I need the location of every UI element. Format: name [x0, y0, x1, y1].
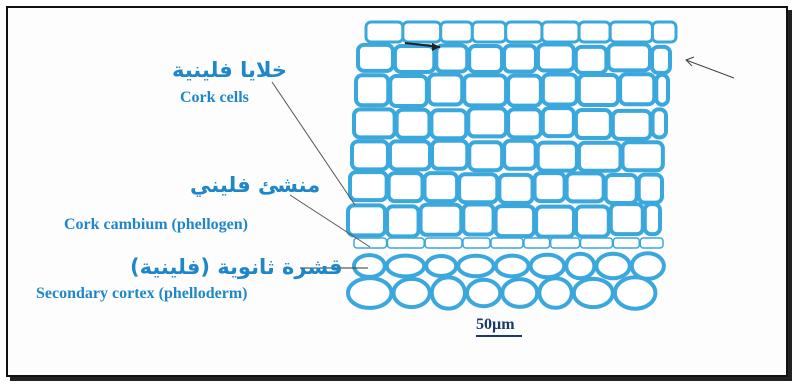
cork-cell [656, 75, 668, 105]
phelloderm-cell [387, 256, 424, 277]
cork-cell [425, 173, 458, 201]
phelloderm-cell [458, 256, 493, 277]
cambium-cell [613, 238, 639, 248]
label-cork-cells-en: Cork cells [180, 89, 249, 107]
cork-cell [508, 76, 541, 106]
cork-cell [610, 22, 652, 42]
cork-cell [538, 45, 574, 71]
phelloderm-cell [426, 256, 456, 276]
cork-cell [652, 22, 676, 42]
cork-cell [543, 74, 577, 104]
phelloderm-cell [496, 256, 529, 277]
phelloderm-cell [502, 279, 537, 307]
cork-cell [536, 207, 574, 237]
phelloderm-cell [393, 279, 429, 307]
cork-cell [576, 110, 611, 138]
cork-cell [645, 204, 660, 234]
cork-cell [504, 141, 536, 169]
cork-cell [506, 22, 542, 42]
cork-cell [390, 141, 430, 169]
phelloderm-cell [354, 255, 385, 277]
cork-cell [436, 45, 467, 71]
label-secondary-cortex-ar: قشرة ثانوية (فلينية) [130, 255, 343, 279]
cork-cell [579, 143, 621, 171]
cork-cell [543, 108, 574, 136]
cork-cell [535, 173, 565, 201]
cork-cell [579, 75, 618, 105]
phelloderm-cell [531, 255, 565, 277]
cork-cell [611, 204, 643, 234]
cork-cell [352, 141, 388, 169]
cork-cell [499, 175, 532, 203]
cork-cell [508, 109, 541, 137]
arrow-right [686, 60, 734, 78]
cambium-cell [388, 238, 425, 248]
phelloderm-cell [539, 278, 571, 308]
cork-cell [421, 205, 462, 235]
cork-cell [469, 142, 502, 170]
phelloderm-cell [467, 280, 500, 306]
scale-bar-label: 50µm [476, 316, 515, 334]
cambium-cell [463, 238, 490, 248]
cork-cell [356, 75, 388, 105]
cork-tissue-cells [348, 22, 676, 309]
cork-cell [387, 206, 419, 236]
phelloderm-cell [432, 277, 465, 308]
cork-cell [472, 22, 505, 42]
cambium-cell [425, 238, 462, 248]
cambium-cell [640, 238, 663, 248]
cork-cell [389, 173, 423, 201]
cork-cell [639, 175, 662, 203]
cork-cell [567, 173, 604, 201]
cambium-cell [524, 238, 550, 248]
phelloderm-cell [348, 278, 391, 308]
cork-cell [496, 206, 534, 236]
cambium-cell [551, 238, 580, 248]
label-cork-cambium-ar: منشئ فليني [190, 173, 320, 197]
cork-cell [354, 109, 395, 137]
cork-cell [576, 47, 607, 73]
cork-cell [542, 22, 579, 42]
cork-cell [395, 46, 434, 72]
cork-cell [358, 45, 393, 71]
cork-cell [441, 22, 473, 42]
cork-cell [606, 175, 637, 203]
label-cork-cells-ar: خلايا فلينية [172, 58, 287, 82]
cork-cell [397, 110, 430, 138]
phelloderm-cell [615, 277, 656, 308]
phelloderm-cell [566, 254, 594, 279]
cork-cell [579, 22, 610, 42]
label-cork-cambium-en: Cork cambium (phellogen) [64, 216, 248, 234]
cambium-cell [491, 238, 523, 248]
phelloderm-cell [596, 254, 629, 278]
cork-cell [390, 76, 427, 106]
phelloderm-cell [632, 253, 664, 279]
cork-cell [432, 141, 467, 169]
cork-cell [623, 142, 663, 170]
phelloderm-cell [574, 279, 613, 307]
label-secondary-cortex-en: Secondary cortex (phelloderm) [36, 285, 248, 303]
cork-cell [613, 111, 651, 139]
cork-cell [350, 172, 387, 200]
cork-cell [576, 206, 609, 236]
cork-cell [366, 22, 403, 42]
cork-cell [403, 22, 441, 42]
cork-cell [463, 204, 493, 234]
cork-cell [504, 46, 536, 72]
cork-cell [608, 44, 650, 70]
cork-cell [469, 46, 502, 72]
cork-cell [459, 174, 497, 202]
cork-cell [652, 47, 670, 73]
cork-cell [653, 109, 666, 137]
cork-cell [538, 143, 577, 171]
cambium-cell [581, 238, 613, 248]
cork-cell [348, 205, 385, 235]
cork-cell [464, 75, 506, 105]
cork-cell [620, 74, 654, 104]
cork-cell [468, 108, 506, 136]
cork-cell [431, 110, 466, 138]
cork-cell [429, 75, 462, 105]
